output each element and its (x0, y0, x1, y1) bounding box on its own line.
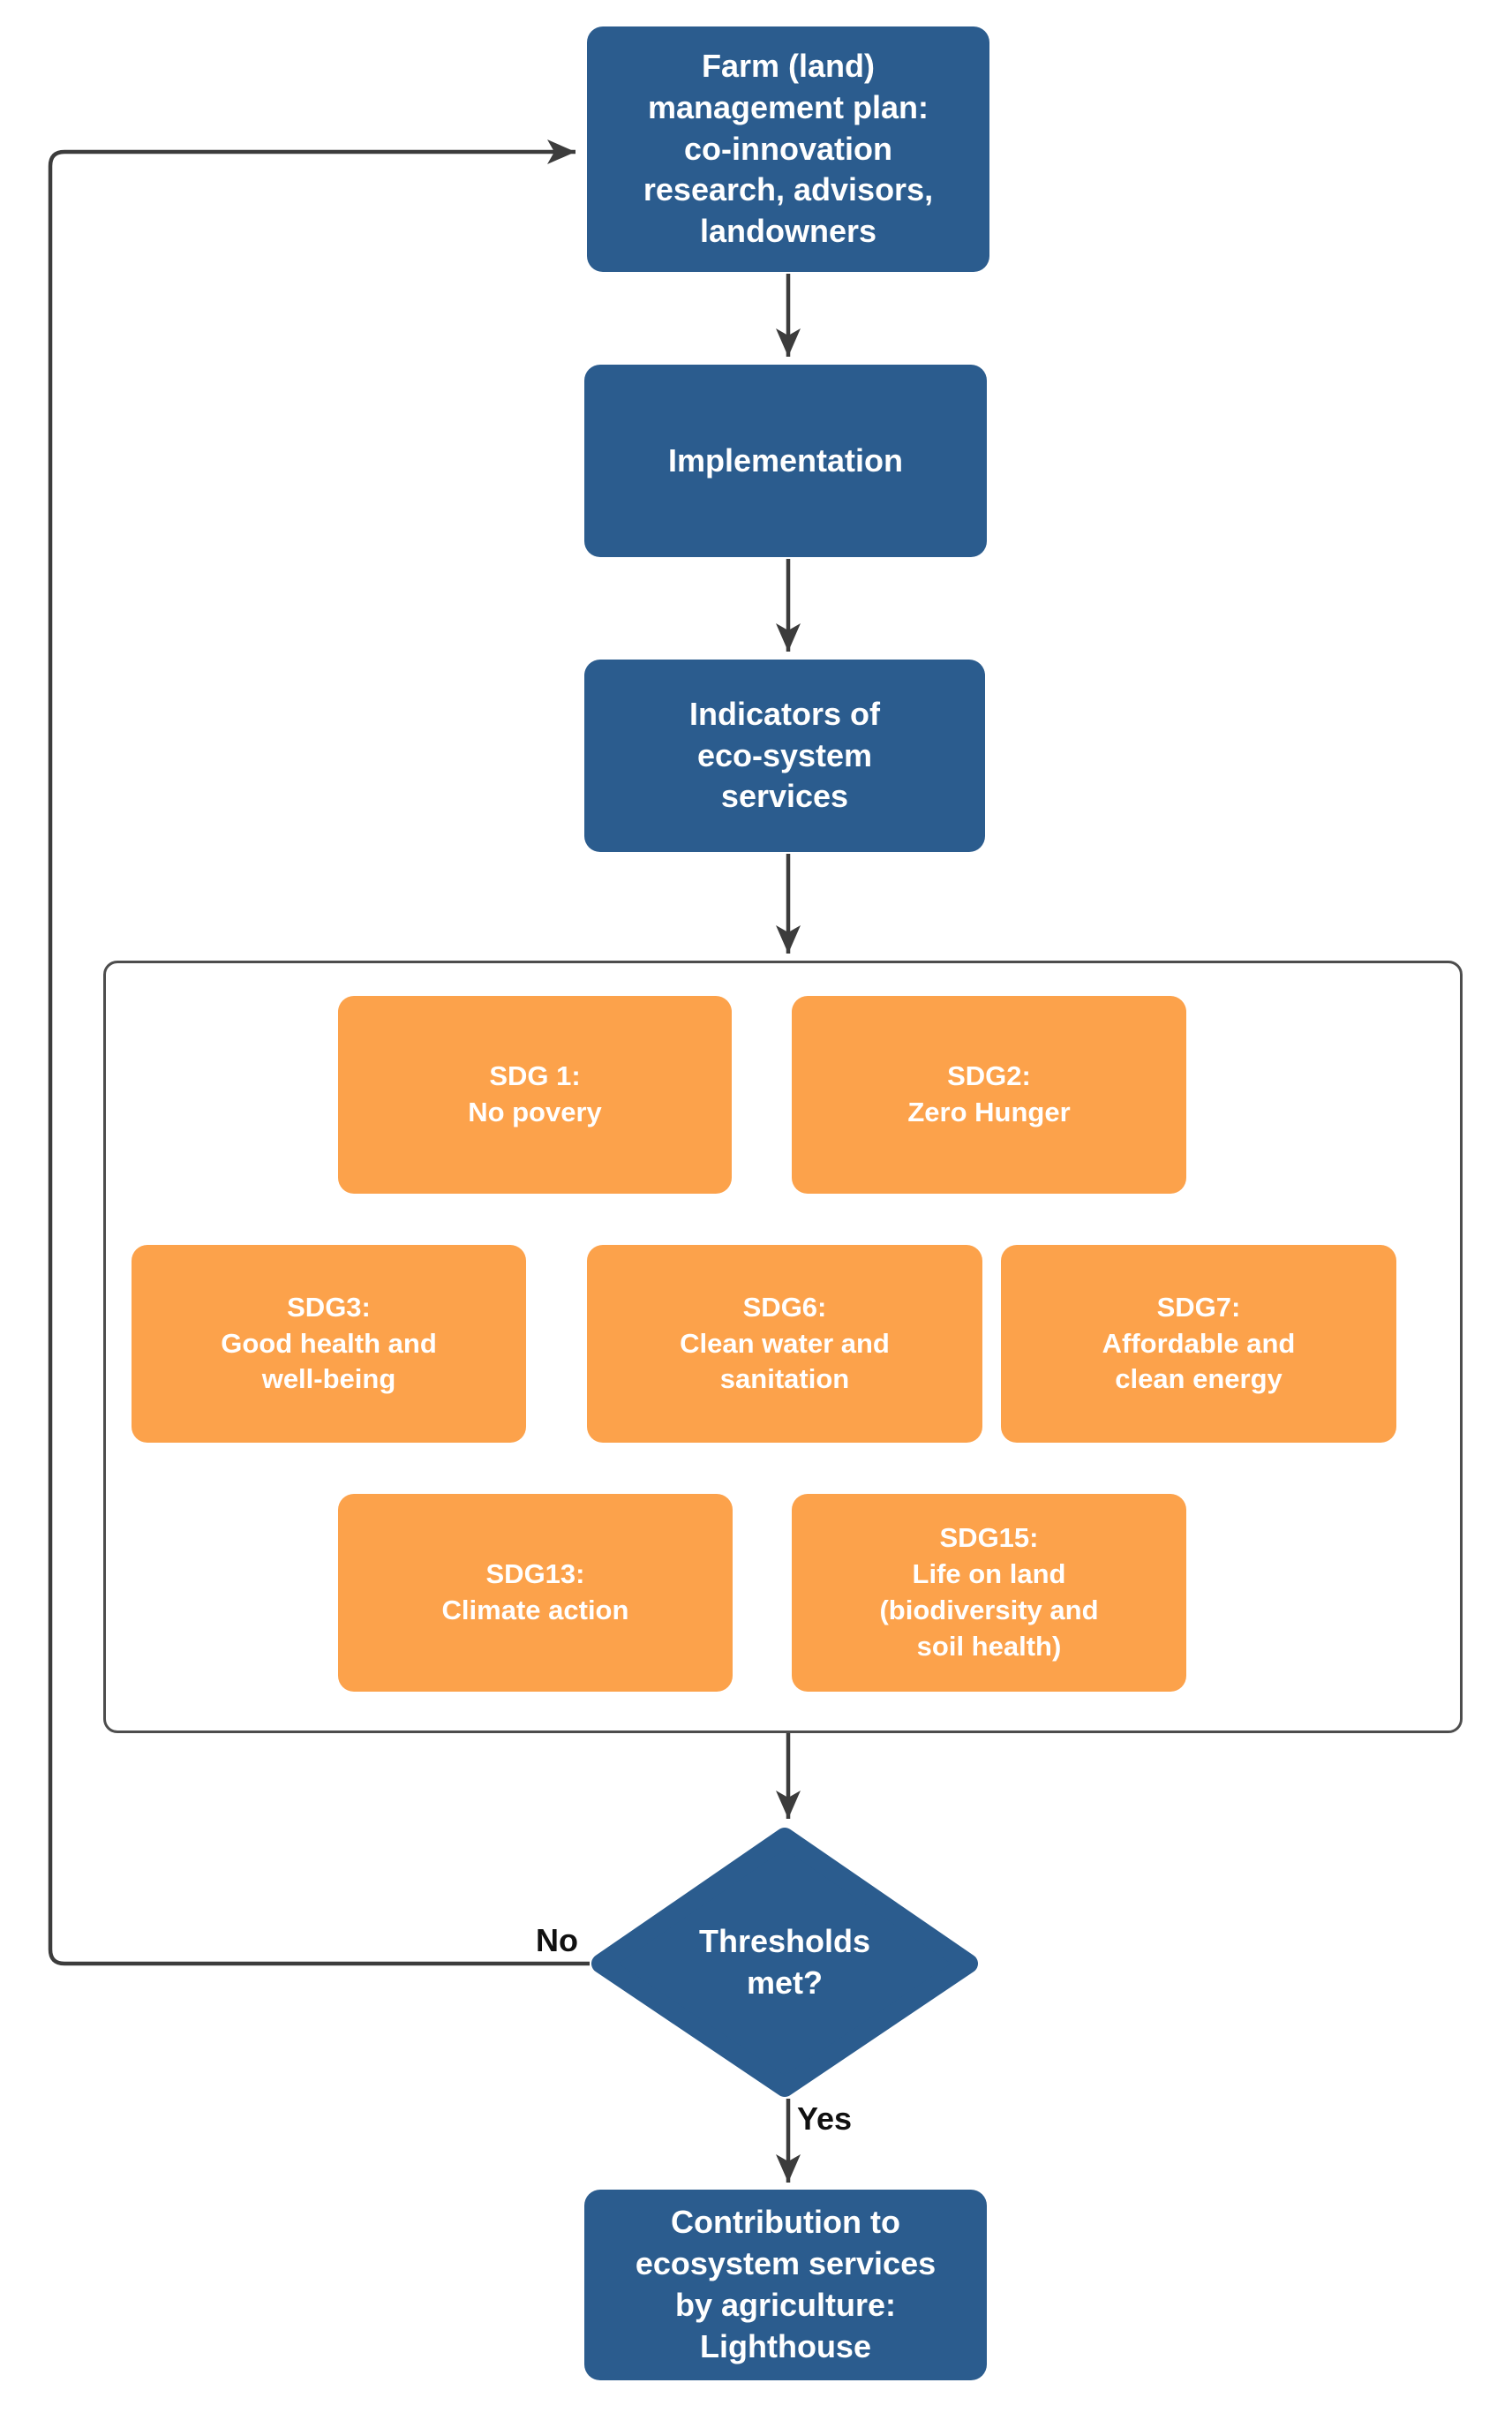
node-sdg15-label: SDG15: Life on land (biodiversity and so… (879, 1522, 1099, 1662)
arrow-thresholds-no-loop (48, 139, 590, 1966)
node-farm-management-plan-label: Farm (land) management plan: co-innovati… (643, 48, 934, 250)
node-sdg3-label: SDG3: Good health and well-being (221, 1291, 437, 1395)
node-contribution-label: Contribution to ecosystem services by ag… (635, 2204, 937, 2364)
node-indicators-ecosystem-services: Indicators of eco-system services (584, 660, 985, 852)
node-implementation: Implementation (584, 365, 987, 557)
node-indicators-label: Indicators of eco-system services (688, 695, 881, 815)
node-sdg13-label: SDG13: Climate action (441, 1558, 629, 1625)
decision-thresholds-met: Thresholds met? (583, 1819, 987, 2106)
node-sdg1-no-poverty: SDG 1: No povery (338, 996, 732, 1194)
node-sdg13-climate-action: SDG13: Climate action (338, 1494, 733, 1692)
decision-diamond-shape (591, 1828, 978, 2097)
node-implementation-label: Implementation (667, 441, 904, 479)
edge-label-yes: Yes (797, 2100, 853, 2137)
node-sdg1-label: SDG 1: No povery (468, 1060, 602, 1127)
node-sdg2-zero-hunger: SDG2: Zero Hunger (792, 996, 1186, 1194)
edge-label-no: No (536, 1922, 578, 1958)
node-sdg7-label: SDG7: Affordable and clean energy (1102, 1291, 1296, 1395)
decision-thresholds-label: Thresholds met? (698, 1922, 871, 2001)
node-sdg3-good-health: SDG3: Good health and well-being (132, 1245, 526, 1443)
node-farm-management-plan: Farm (land) management plan: co-innovati… (587, 26, 989, 272)
node-sdg6-clean-water: SDG6: Clean water and sanitation (587, 1245, 982, 1443)
node-contribution-lighthouse: Contribution to ecosystem services by ag… (584, 2190, 987, 2380)
node-sdg6-label: SDG6: Clean water and sanitation (680, 1291, 890, 1395)
node-sdg15-life-on-land: SDG15: Life on land (biodiversity and so… (792, 1494, 1186, 1692)
node-sdg2-label: SDG2: Zero Hunger (907, 1060, 1071, 1127)
node-sdg7-affordable-energy: SDG7: Affordable and clean energy (1001, 1245, 1396, 1443)
